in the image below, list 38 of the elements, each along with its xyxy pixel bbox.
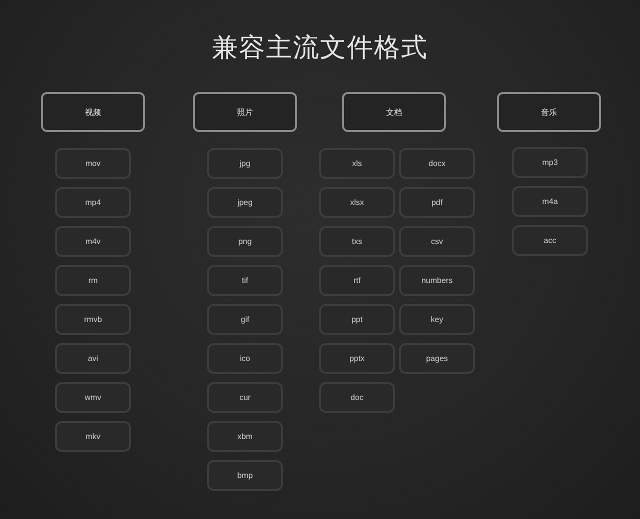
format-tag: avi [55,343,131,374]
format-tag: pdf [399,187,475,218]
format-tag: pages [399,343,475,374]
format-tag: xlsx [319,187,395,218]
format-tag: xls [319,148,395,179]
format-tag: bmp [207,460,283,491]
format-tag: jpeg [207,187,283,218]
format-tag: rtf [319,265,395,296]
format-tag: doc [319,382,395,413]
format-tag: tif [207,265,283,296]
format-tag: jpg [207,148,283,179]
format-tag: png [207,226,283,257]
title: 兼容主流文件格式 [211,32,429,65]
format-tag: rmvb [55,304,131,335]
format-tag: mkv [55,421,131,452]
format-tag: acc [512,225,588,256]
format-tag: docx [399,148,475,179]
format-tag: wmv [55,382,131,413]
format-tag: ppt [319,304,395,335]
format-tag: mov [55,148,131,179]
format-tag: pptx [319,343,395,374]
format-tag: key [399,304,475,335]
format-tag: numbers [399,265,475,296]
format-tag: m4v [55,226,131,257]
category-box: 视频 [41,92,145,132]
format-tag: mp4 [55,187,131,218]
category-box: 照片 [193,92,297,132]
format-tag: csv [399,226,475,257]
format-tag: cur [207,382,283,413]
category-box: 文档 [342,92,446,132]
format-tag: mp3 [512,147,588,178]
format-tag: txs [319,226,395,257]
format-tag: ico [207,343,283,374]
format-tag: rm [55,265,131,296]
format-tag: xbm [207,421,283,452]
format-tag: m4a [512,186,588,217]
format-tag: gif [207,304,283,335]
category-box: 音乐 [497,92,601,132]
